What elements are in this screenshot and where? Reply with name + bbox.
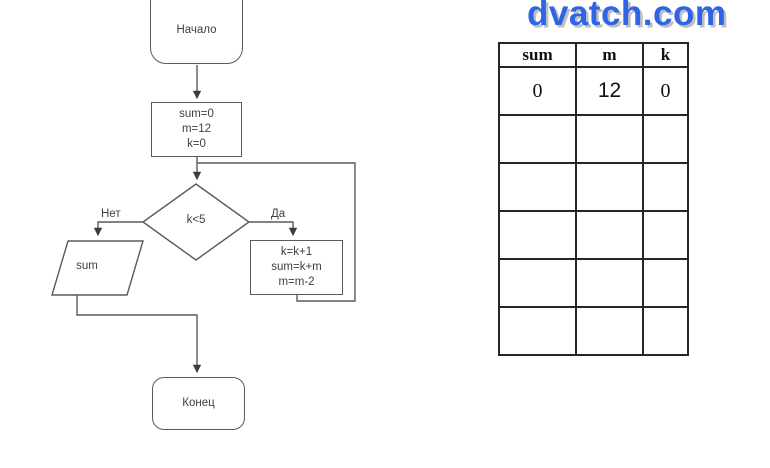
- cell-k-2: [642, 162, 689, 212]
- end-node-label: Конец: [182, 397, 215, 409]
- end-node: Конец: [152, 377, 245, 430]
- no-branch-label: Нет: [101, 208, 121, 220]
- edge-loop-back: [197, 162, 356, 302]
- init-line-3: k=0: [187, 138, 206, 150]
- yes-branch-label: Да: [271, 208, 286, 220]
- start-node-label: Начало: [176, 23, 217, 36]
- table-row: [498, 210, 689, 260]
- edge-no-branch: [93, 221, 143, 237]
- loop-line-1: k=k+1: [280, 246, 313, 258]
- cell-k-4: [642, 258, 689, 308]
- header-cell-sum: sum: [498, 42, 577, 68]
- cell-m-3: [575, 210, 644, 260]
- table-row: [498, 258, 689, 308]
- table-row: 0 12 0: [498, 66, 689, 116]
- cell-k-1: [642, 114, 689, 164]
- cell-sum-1: [498, 114, 577, 164]
- decision-condition-label: k<5: [186, 214, 206, 226]
- watermark-text: dvatch.com: [527, 0, 727, 33]
- cell-m-5: [575, 306, 644, 356]
- loop-process-node: k=k+1 sum=k+m m=m-2: [250, 240, 343, 295]
- cell-m-4: [575, 258, 644, 308]
- cell-m-2: [575, 162, 644, 212]
- loop-line-3: m=m-2: [278, 276, 315, 288]
- start-node: Начало: [150, 0, 243, 64]
- trace-table: sum m k 0 12 0: [498, 42, 689, 356]
- decision-diamond-shape: [141, 183, 251, 261]
- edge-yes-branch: [249, 221, 298, 237]
- output-parallelogram-shape: [51, 240, 144, 296]
- init-line-2: m=12: [181, 123, 212, 135]
- cell-sum-0: 0: [498, 66, 577, 116]
- cell-sum-4: [498, 258, 577, 308]
- table-row: [498, 114, 689, 164]
- header-cell-m: m: [575, 42, 644, 68]
- table-row: [498, 162, 689, 212]
- edge-output-to-end: [76, 295, 202, 374]
- cell-m-1: [575, 114, 644, 164]
- cell-m-0: 12: [575, 66, 644, 116]
- output-node-label: sum: [76, 260, 98, 272]
- cell-sum-3: [498, 210, 577, 260]
- init-line-1: sum=0: [179, 108, 214, 120]
- cell-sum-5: [498, 306, 577, 356]
- loop-line-2: sum=k+m: [271, 261, 322, 273]
- init-process-node: sum=0 m=12 k=0: [151, 102, 242, 157]
- cell-k-0: 0: [642, 66, 689, 116]
- cell-k-3: [642, 210, 689, 260]
- table-row: [498, 306, 689, 356]
- cell-sum-2: [498, 162, 577, 212]
- cell-k-5: [642, 306, 689, 356]
- header-cell-k: k: [642, 42, 689, 68]
- trace-table-header-row: sum m k: [498, 42, 689, 68]
